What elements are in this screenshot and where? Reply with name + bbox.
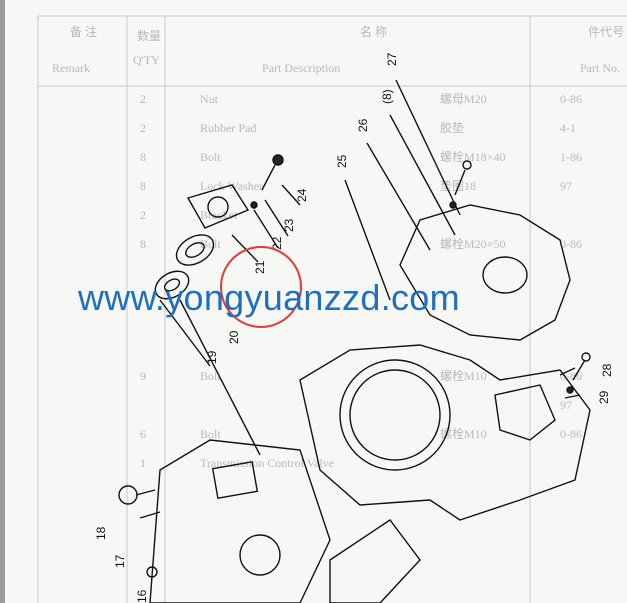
callout-16: 16 [135,589,149,603]
header-partno-en: Part No. [580,61,620,75]
table-cell-qty: 6 [140,427,146,441]
table-headers: 备 注 Remark 数量 Q'TY 名 称 Part Description … [52,24,624,75]
table-cell-desc: Bolt [200,369,221,383]
header-desc-cn: 名 称 [360,24,387,39]
table-cell-desc: Bolt [200,150,221,164]
table-cell-qty: 8 [140,179,146,193]
table-cell-part-no: 0-86 [560,92,582,106]
table-cell-desc: Bolt [200,237,221,251]
callout-20: 20 [227,330,241,344]
table-cell-part-no: 4-1 [560,121,576,135]
header-desc-en: Part Description [262,61,340,75]
callout-26: 26 [356,118,370,132]
exploded-parts [118,79,591,603]
table-cell-cn: 螺母M20 [440,92,487,106]
header-remark-en: Remark [52,61,90,75]
table-cell-cn: 胶垫 [440,120,464,135]
table-cell-qty: 2 [140,121,146,135]
table-cell-desc: Nut [200,92,219,106]
table-cell-part-no: 97 [560,179,572,193]
table-cell-desc: Bracket [200,208,238,222]
table-cell-cn: 螺栓M10 [440,368,487,383]
callout-27: 27 [385,52,399,66]
table-cell-cn: 螺栓M10 [440,426,487,441]
table-cell-desc: Rubber Pad [200,121,256,135]
callout-21: 21 [253,260,267,274]
callout-labels: 27 (8) 26 25 24 23 22 21 20 19 28 29 18 … [94,52,614,603]
callout-8: (8) [380,89,394,104]
callout-25: 25 [335,154,349,168]
table-cell-qty: 9 [140,369,146,383]
table-cell-qty: 2 [140,208,146,222]
table-cell-desc: Bolt [200,427,221,441]
table-cell-cn: 螺栓M20×50 [440,236,505,251]
table-cell-desc: Transmission Control Valve [200,456,334,470]
header-remark-cn: 备 注 [70,24,97,39]
table-cell-cn: 螺栓M18×40 [440,149,505,164]
watermark: www.yongyuanzzd.com [78,277,460,318]
callout-17: 17 [113,554,127,568]
table-cell-part-no: 1-86 [560,150,582,164]
table-cell-desc: Lock Washer [200,179,263,193]
callout-29: 29 [597,390,611,404]
scan-edge [0,0,5,603]
callout-22: 22 [270,236,284,250]
highlight-circle [220,246,302,328]
table-cell-qty: 1 [140,456,146,470]
header-qty-en: Q'TY [133,53,160,67]
table-cell-qty: 8 [140,237,146,251]
table-cell-qty: 2 [140,92,146,106]
table-cell-qty: 8 [140,150,146,164]
table-cell-part-no: 0-86 [560,427,582,441]
callout-23: 23 [282,218,296,232]
callout-19: 19 [205,350,219,364]
callout-24: 24 [295,188,309,202]
header-partno-cn: 件代号 [588,25,624,39]
table-cell-part-no: 97 [560,398,572,412]
callout-18: 18 [94,526,108,540]
header-qty-cn: 数量 [137,28,161,43]
callout-28: 28 [600,363,614,377]
table-cell-part-no: 0-86 [560,237,582,251]
table-cell-cn: 垫圈18 [440,178,476,193]
background-table [37,15,627,603]
